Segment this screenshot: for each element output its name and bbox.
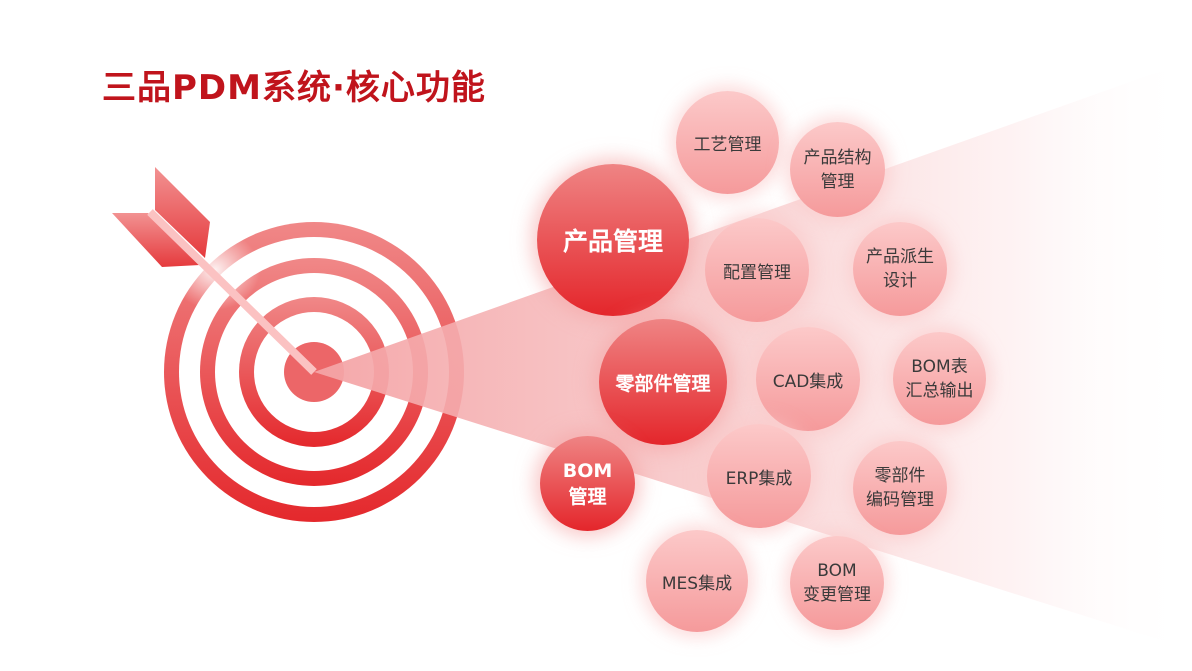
page-title: 三品PDM系统·核心功能 <box>102 68 486 108</box>
bubble-label: 产品管理 <box>562 227 663 256</box>
bubble-label-line2: 设计 <box>883 271 917 291</box>
bubble-label-line2: 汇总输出 <box>905 380 974 401</box>
function-parts-coding-management[interactable]: 零部件 编码管理 <box>853 441 947 535</box>
function-process-management[interactable]: 工艺管理 <box>676 91 779 194</box>
function-bom-summary-output[interactable]: BOM表 汇总输出 <box>893 332 986 425</box>
function-bom-change-management[interactable]: BOM 变更管理 <box>790 536 884 630</box>
bubble-label: 工艺管理 <box>693 135 762 155</box>
primary-function-bom-management[interactable]: BOM 管理 <box>540 436 635 531</box>
bubble-label-line1: BOM表 <box>911 356 968 377</box>
primary-function-product-management[interactable]: 产品管理 <box>537 164 689 316</box>
function-mes-integration[interactable]: MES集成 <box>646 530 748 632</box>
bubble-label-line2: 编码管理 <box>866 490 934 510</box>
bubble-label-line1: 产品结构 <box>803 147 872 168</box>
bubble-label-line1: 产品派生 <box>866 247 934 267</box>
bubble-label: 零部件管理 <box>615 372 711 395</box>
bubble-label: CAD集成 <box>772 371 844 392</box>
bubble-label-line2: 管理 <box>568 485 607 508</box>
function-product-structure-management[interactable]: 产品结构 管理 <box>790 122 885 217</box>
function-product-derivative-design[interactable]: 产品派生 设计 <box>853 222 947 316</box>
bubble-label-line1: BOM <box>817 561 857 581</box>
bubble-label-line2: 管理 <box>820 171 855 192</box>
bubble-label-line2: 变更管理 <box>803 585 871 605</box>
bubble-label: ERP集成 <box>725 468 793 489</box>
bubble-label: MES集成 <box>661 573 733 594</box>
beam-shape <box>314 60 1192 650</box>
bubble-label: 配置管理 <box>723 262 791 283</box>
function-configuration-management[interactable]: 配置管理 <box>705 218 809 322</box>
bubble-label-line1: 零部件 <box>874 466 926 486</box>
arrow-icon <box>112 167 317 375</box>
function-erp-integration[interactable]: ERP集成 <box>707 424 811 528</box>
function-cad-integration[interactable]: CAD集成 <box>756 327 860 431</box>
primary-function-parts-management[interactable]: 零部件管理 <box>599 319 727 445</box>
bubble-label-line1: BOM <box>562 459 613 482</box>
